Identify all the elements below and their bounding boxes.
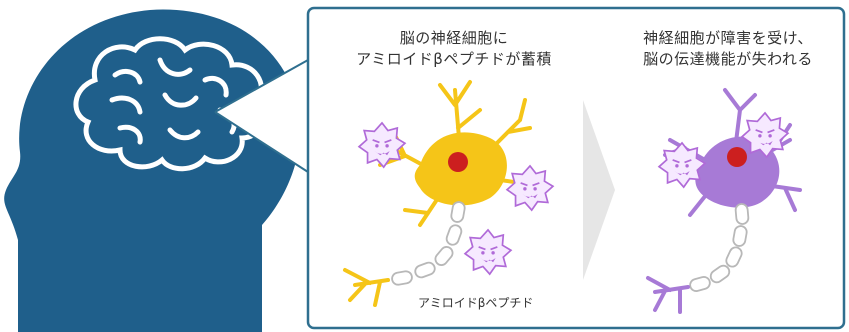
chevron-right-icon: [583, 100, 615, 280]
neuron-healthy-icon: [343, 80, 537, 307]
amyloid-label: アミロイドβペプチド: [418, 296, 534, 310]
right-caption: 神経細胞が障害を受け、 脳の伝達機能が失われる: [612, 28, 844, 70]
right-caption-line1: 神経細胞が障害を受け、: [643, 29, 813, 47]
head-silhouette-icon: [4, 9, 300, 332]
left-caption-line2: アミロイドβペプチドが蓄積: [356, 50, 552, 68]
left-caption: 脳の神経細胞に アミロイドβペプチドが蓄積: [334, 28, 574, 70]
left-caption-line1: 脳の神経細胞に: [399, 29, 509, 47]
right-caption-line2: 脳の伝達機能が失われる: [643, 50, 813, 68]
brain-icon: [73, 36, 268, 172]
neuron-damaged-icon: [646, 88, 802, 314]
